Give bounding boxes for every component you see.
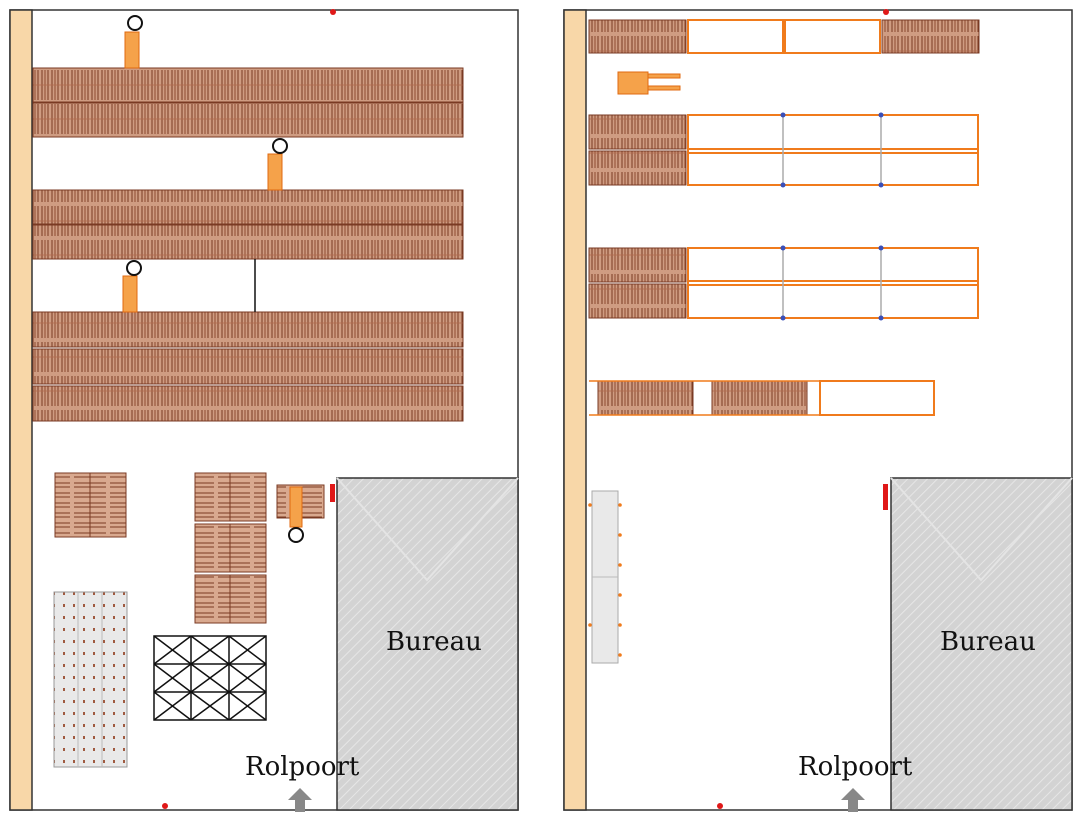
left-top-marker	[330, 9, 336, 15]
left-door-label: Rolpoort	[245, 752, 360, 782]
right-light-shelving	[588, 490, 622, 664]
right-office-roof-line	[890, 477, 1073, 582]
left-office-roof-line	[336, 477, 519, 582]
right-wall	[563, 9, 587, 811]
right-office	[890, 477, 1073, 811]
left-light-shelving	[53, 591, 128, 768]
left-bottom-marker	[162, 803, 168, 809]
left-rack-row-7	[32, 385, 464, 422]
left-reach-truck	[276, 484, 335, 543]
right-office-label: Bureau	[940, 627, 1036, 657]
left-floor-grid	[153, 635, 267, 721]
left-rack-row-5	[32, 311, 464, 348]
right-door-label: Rolpoort	[798, 752, 913, 782]
right-rack-row-4	[589, 380, 935, 416]
left-rack-row-4	[32, 224, 464, 260]
left-rack-row-6	[32, 348, 464, 385]
right-office-marker	[883, 484, 888, 510]
left-floor-plan	[9, 9, 519, 812]
right-forklift	[617, 71, 681, 95]
left-forklift-2	[267, 138, 288, 191]
right-rack-row-1	[588, 19, 980, 54]
left-rack-row-2	[32, 102, 464, 138]
left-wall	[9, 9, 33, 811]
right-top-marker	[883, 9, 889, 15]
left-door-arrow-icon	[288, 788, 312, 812]
right-bottom-marker	[717, 803, 723, 809]
left-forklift-1	[124, 15, 143, 69]
right-door-arrow-icon	[841, 788, 865, 812]
left-forklift-3	[122, 260, 142, 313]
right-rack-row-2	[588, 112, 979, 188]
left-office	[336, 477, 519, 811]
left-rack-row-3	[32, 189, 464, 225]
right-rack-row-3	[588, 245, 979, 321]
right-floor-plan	[563, 9, 1073, 812]
left-office-label: Bureau	[386, 627, 482, 657]
left-rack-row-1	[32, 67, 464, 103]
